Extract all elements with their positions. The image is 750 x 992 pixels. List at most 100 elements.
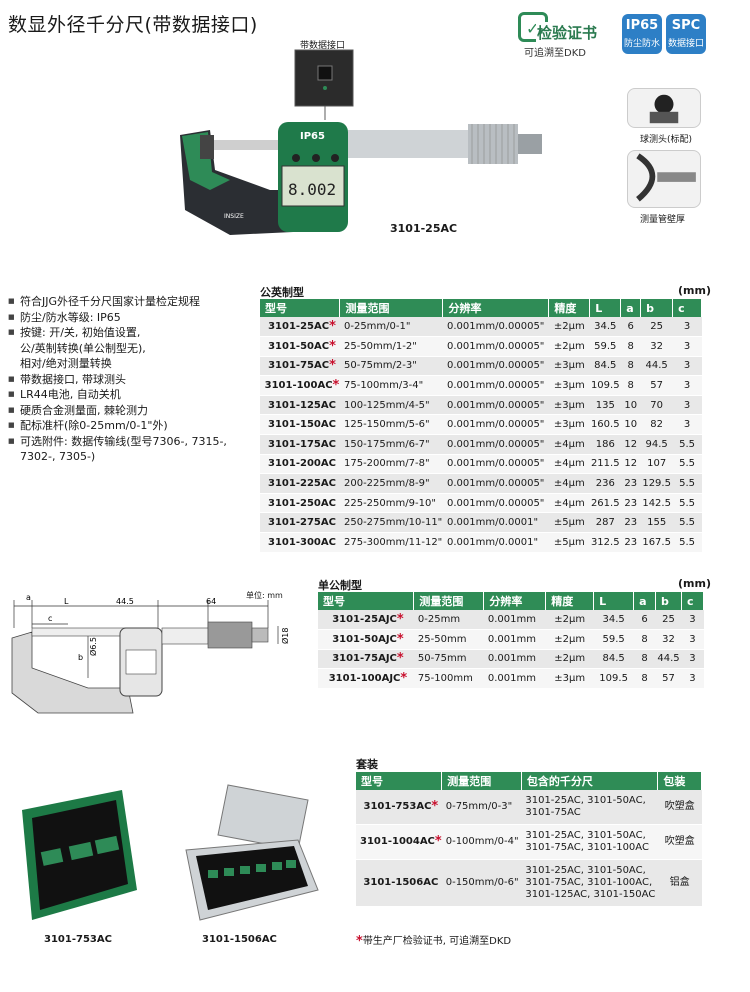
column-header: L [593, 592, 635, 610]
cell-a: 23 [620, 532, 641, 553]
column-header: 包装 [657, 772, 702, 790]
certificate-title: 检验证书 [536, 22, 599, 43]
cell-model: 3101-753AC* [356, 790, 442, 825]
cell-b: 155 [640, 512, 673, 534]
table2-unit: (mm) [678, 577, 711, 590]
star-mark: * [431, 799, 439, 814]
table3-label: 套装 [356, 758, 378, 771]
feature-item: 公/英制转换(单公制型无), [20, 341, 146, 355]
cell-res: 0.001mm/0.00005" [442, 414, 549, 436]
column-header: 分辨率 [442, 299, 550, 317]
cell-c: 5.5 [672, 512, 702, 534]
model-text: 3101-753AC [363, 801, 432, 812]
column-header: 型号 [318, 592, 415, 610]
cell-model: 3101-275AC [260, 512, 340, 534]
cell-c: 3 [681, 610, 704, 631]
model-text: 3101-250AC [268, 497, 336, 509]
footnote: *带生产厂检验证书, 可追溯至DKD [356, 932, 511, 949]
ip65-marking: IP65 [300, 131, 325, 142]
cell-range: 200-225mm/8-9" [339, 473, 443, 494]
cell-model: 3101-250AC [260, 493, 340, 514]
star-mark: * [329, 319, 336, 335]
column-header: 测量范围 [413, 592, 485, 610]
cell-acc: ±2μm [545, 629, 594, 650]
column-header: c [681, 592, 705, 610]
tube-measure-caption: 测量管壁厚 [640, 215, 686, 225]
cell-b: 142.5 [640, 493, 673, 514]
column-header: a [633, 592, 657, 610]
dim-b: b [78, 653, 83, 662]
cell-c: 3 [672, 395, 702, 416]
column-header: 包含的千分尺 [521, 772, 659, 790]
cell-b: 25 [655, 610, 682, 631]
model-text: 3101-1506AC [363, 877, 439, 888]
table-row: 3101-75AC*50-75mm/2-3"0.001mm/0.00005"±3… [260, 356, 702, 377]
cell-c: 5.5 [672, 532, 702, 553]
star-mark: * [434, 834, 442, 849]
cell-res: 0.001mm/0.00005" [442, 317, 549, 338]
footnote-text: 带生产厂检验证书, 可追溯至DKD [362, 936, 512, 947]
feature-item: 硬质合金测量面, 棘轮测力 [8, 403, 248, 419]
cell-acc: ±3μm [548, 395, 590, 416]
cell-range: 250-275mm/10-11" [339, 512, 443, 534]
model-text: 3101-25AJC [332, 614, 397, 626]
column-header: 型号 [356, 772, 443, 790]
ball-anvil-image [627, 88, 701, 128]
table-row: 3101-25AC*0-25mm/0-1"0.001mm/0.00005"±2μ… [260, 317, 702, 338]
cell-L: 59.5 [589, 336, 621, 357]
feature-list: 符合JJG外径千分尺国家计量检定规程 防尘/防水等级: IP65 按键: 开/关… [8, 294, 248, 465]
certificate-subtitle: 可追溯至DKD [524, 48, 586, 59]
cell-b: 167.5 [640, 532, 673, 553]
cell-a: 8 [633, 668, 656, 689]
feature-item: 带数据接口, 带球测头 [8, 372, 248, 388]
cell-L: 34.5 [589, 317, 621, 338]
model-text: 3101-1004AC [360, 836, 435, 847]
product-model-label: 3101-25AC [390, 222, 458, 235]
dim-64: 64 [206, 597, 216, 606]
cell-c: 3 [681, 629, 704, 650]
star-mark: * [396, 651, 404, 667]
model-text: 3101-100AJC [328, 673, 401, 685]
cell-L: 236 [589, 473, 621, 494]
cell-c: 5.5 [672, 493, 702, 514]
feature-item: 可选附件: 数据传输线(型号7306-, 7315-, [8, 434, 248, 450]
cell-L: 287 [589, 512, 621, 534]
table1-unit: (mm) [678, 284, 711, 297]
cell-c: 5.5 [672, 454, 702, 475]
cell-c: 5.5 [672, 473, 702, 494]
power-button[interactable] [292, 154, 300, 162]
model-text: 3101-275AC [268, 517, 336, 529]
abs-inc-button[interactable] [312, 154, 320, 162]
dim-a: a [26, 593, 31, 602]
cell-range: 125-150mm/5-6" [339, 414, 443, 436]
cell-pack: 吹塑盒 [657, 790, 702, 825]
cell-L: 34.5 [593, 610, 634, 631]
cell-range: 75-100mm/3-4" [339, 375, 443, 396]
cell-acc: ±2μm [545, 649, 594, 670]
cell-c: 3 [681, 649, 704, 670]
cell-L: 312.5 [589, 532, 621, 553]
cell-c: 3 [672, 414, 702, 436]
cell-L: 59.5 [593, 629, 634, 650]
cell-acc: ±5μm [548, 532, 590, 553]
cell-range: 150-175mm/6-7" [339, 434, 443, 455]
unit-button[interactable] [331, 154, 339, 162]
cell-range: 0-25mm [413, 610, 484, 631]
model-text: 3101-50AJC [332, 633, 397, 645]
cell-res: 0.001mm/0.00005" [442, 473, 549, 494]
cell-acc: ±4μm [548, 473, 590, 494]
cell-acc: ±2μm [548, 336, 590, 357]
cell-a: 6 [633, 610, 656, 631]
cell-res: 0.001mm/0.00005" [442, 395, 549, 416]
model-text: 3101-175AC [268, 438, 336, 450]
cell-b: 129.5 [640, 473, 673, 494]
column-header: b [640, 299, 674, 317]
cell-res: 0.001mm/0.0001" [442, 512, 549, 534]
cell-a: 23 [620, 512, 641, 534]
data-port-label: 带数据接口 [300, 41, 346, 51]
